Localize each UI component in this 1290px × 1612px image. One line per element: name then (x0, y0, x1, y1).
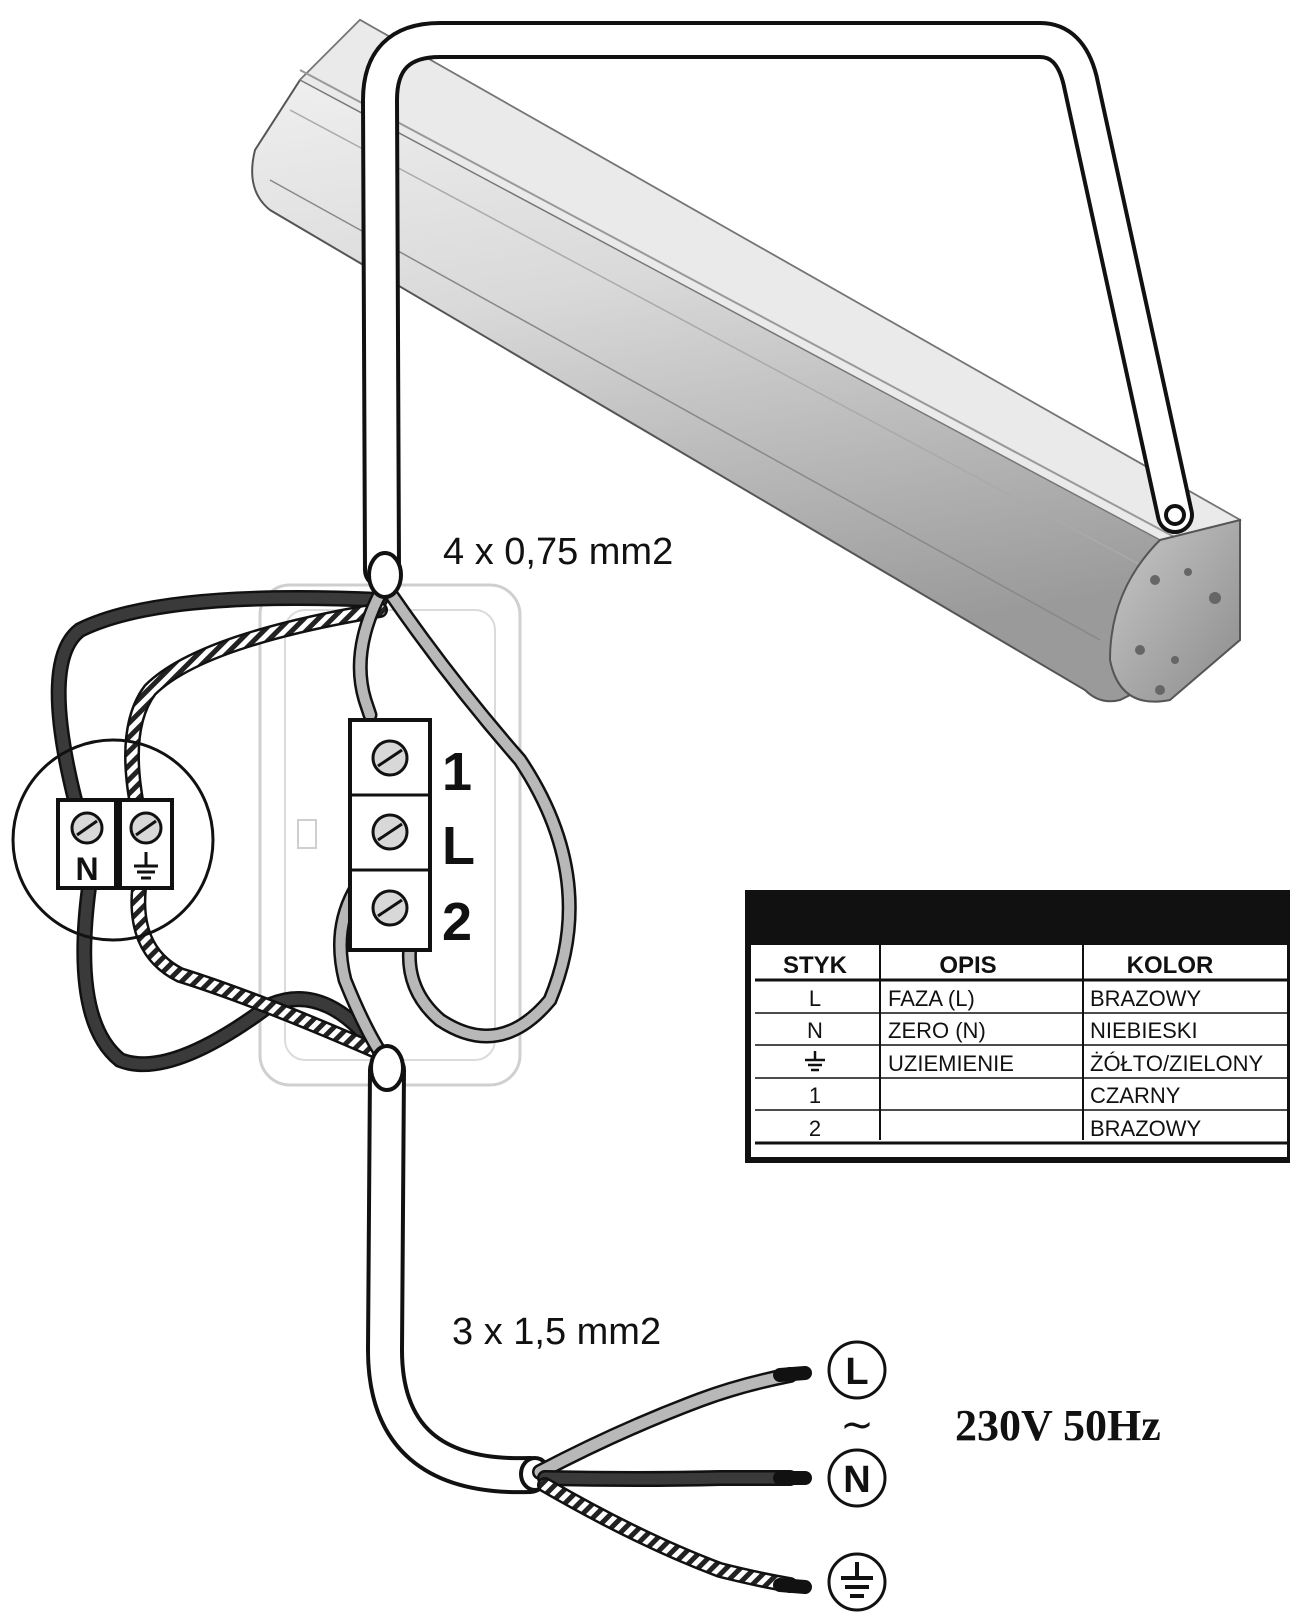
table-cell-kolor: BRAZOWY (1090, 986, 1202, 1011)
upper-cable (361, 21, 1194, 589)
table-cell-opis: UZIEMIENIE (888, 1051, 1014, 1076)
table-cell-kolor: ŻÓŁTO/ZIELONY (1090, 1051, 1264, 1076)
svg-text:L: L (845, 1351, 868, 1393)
ac-symbol: ~ (840, 1402, 874, 1448)
heater-groove-3 (269, 179, 1101, 641)
junction-label-n: N (75, 851, 98, 887)
junction-screw-n (70, 811, 104, 845)
color-table: STYK OPIS KOLOR L FAZA (L) BRAZOWY N ZER… (745, 890, 1290, 1163)
supply-line-symbol: L (827, 1340, 887, 1400)
upper-cable-label: 4 x 0,75 mm2 (443, 531, 673, 573)
table-header-styk: STYK (783, 952, 848, 979)
terminal-label-L: L (442, 816, 475, 876)
supply-voltage-label: 230V 50Hz (955, 1401, 1161, 1450)
supply-leads (532, 1366, 812, 1594)
table-cell-opis: ZERO (N) (888, 1018, 986, 1043)
supply-earth-icon (827, 1552, 887, 1612)
table-cell-styk: 2 (809, 1116, 821, 1141)
heater-groove-2 (289, 109, 1151, 571)
junction-box: N (11, 738, 215, 942)
earth-icon (134, 852, 158, 880)
heater-endcap (1108, 518, 1241, 703)
svg-text:N: N (843, 1459, 870, 1501)
endcap-hole (1155, 685, 1165, 695)
endcap-hole (1135, 645, 1145, 655)
table-cell-styk: L (809, 986, 821, 1011)
supply-neutral-symbol: N (827, 1448, 887, 1508)
terminal-block: 1 L 2 (348, 718, 475, 952)
terminal-screw-L (371, 813, 409, 851)
endcap-hole (1209, 592, 1221, 604)
terminal-screw-1 (371, 739, 409, 777)
heater-unit (251, 18, 1242, 703)
cable-gland-bottom (369, 1044, 405, 1092)
table-cell-kolor: NIEBIESKI (1090, 1018, 1198, 1043)
lower-cable-label: 3 x 1,5 mm2 (452, 1311, 661, 1353)
table-cell-kolor: CZARNY (1090, 1083, 1181, 1108)
endcap-hole (1150, 575, 1160, 585)
table-cell-opis: FAZA (L) (888, 986, 975, 1011)
cable-gland-top (367, 551, 403, 599)
table-earth-icon (805, 1051, 825, 1072)
table-header-opis: OPIS (939, 952, 996, 979)
endcap-hole (1171, 656, 1179, 664)
terminal-screw-2 (371, 889, 409, 927)
terminal-label-2: 2 (442, 892, 472, 952)
endcap-hole (1184, 568, 1192, 576)
table-header-kolor: KOLOR (1127, 952, 1214, 979)
junction-screw-earth (129, 811, 163, 845)
terminal-label-1: 1 (442, 742, 472, 802)
heater-body (251, 18, 1241, 703)
table-cell-kolor: BRAZOWY (1090, 1116, 1202, 1141)
table-cell-styk: 1 (809, 1083, 821, 1108)
table-cell-styk: N (807, 1018, 823, 1043)
heater-groove-1 (299, 69, 1181, 541)
lower-cable (365, 1051, 549, 1495)
